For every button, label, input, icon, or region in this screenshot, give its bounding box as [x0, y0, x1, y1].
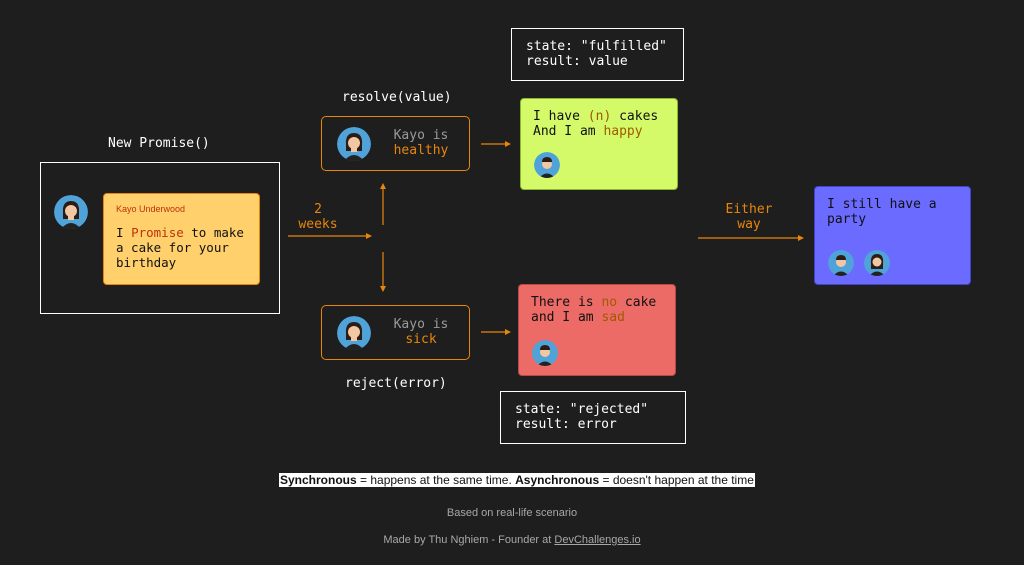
happy-outcome-line1: I have (n) cakes — [533, 109, 665, 124]
devchallenges-link[interactable]: DevChallenges.io — [554, 534, 641, 546]
transition-line1: 2 — [314, 202, 322, 217]
sad-outcome-text-2: cake — [617, 295, 657, 310]
based-on-note: Based on real-life scenario — [446, 507, 578, 519]
healthy-status-text: Kayo is healthy — [386, 128, 456, 158]
sync-text: = happens at the same time. — [356, 473, 516, 487]
up-arrow-icon — [380, 183, 386, 225]
sad-outcome-line2: and I am sad — [531, 310, 663, 325]
transition-arrow-icon — [288, 233, 372, 239]
async-bold: Asynchronous — [515, 473, 600, 487]
fulfilled-state-box: state: "fulfilled" result: value — [511, 28, 684, 81]
reject-label: reject(error) — [345, 376, 447, 391]
either-way-arrow-icon — [698, 235, 804, 241]
rejected-state-box: state: "rejected" result: error — [500, 391, 686, 444]
credits-text: Made by Thu Nghiem - Founder at — [383, 534, 555, 546]
either-way-label: Either way — [714, 202, 784, 232]
sync-async-definition: Synchronous = happens at the same time. … — [279, 473, 755, 487]
either-way-line2: way — [737, 217, 761, 232]
kayo-avatar-icon — [337, 316, 371, 350]
rejected-state-line: state: "rejected" — [515, 402, 649, 417]
transition-label: 2 weeks — [292, 202, 344, 232]
note-text-part-1: I — [116, 225, 132, 240]
friend-avatar-icon — [534, 152, 560, 178]
fulfilled-state-line: state: "fulfilled" — [526, 39, 667, 54]
transition-line2: weeks — [298, 217, 338, 232]
sad-outcome-text-1: There is — [531, 295, 602, 310]
happy-outcome-text-3: And I am — [533, 124, 604, 139]
note-highlight: Promise — [131, 225, 184, 240]
party-text: I still have a party — [827, 197, 937, 227]
sad-outcome-sad: sad — [601, 310, 625, 325]
happy-outcome-happy: happy — [603, 124, 643, 139]
kayo-avatar-icon — [864, 250, 890, 276]
sick-status-text: Kayo is sick — [386, 317, 456, 347]
fulfilled-result-line: result: value — [526, 54, 628, 69]
either-way-line1: Either — [725, 202, 773, 217]
friend-avatar-icon — [828, 250, 854, 276]
healthy-status-box: Kayo is healthy — [321, 116, 470, 171]
happy-outcome-n: (n) — [587, 109, 612, 124]
new-promise-title: New Promise() — [108, 136, 210, 151]
sad-outcome-no: no — [601, 295, 618, 310]
happy-outcome-card: I have (n) cakes And I am happy — [520, 98, 678, 190]
healthy-status-line2: healthy — [393, 143, 449, 158]
resolve-label: resolve(value) — [342, 90, 452, 105]
resolve-arrow-icon — [481, 141, 511, 147]
happy-outcome-line2: And I am happy — [533, 124, 665, 139]
party-card: I still have a party — [814, 186, 971, 285]
note-text: I Promise to make a cake for your birthd… — [116, 225, 247, 270]
sad-outcome-card: There is no cake and I am sad — [518, 284, 676, 376]
kayo-avatar-icon — [337, 127, 371, 161]
sad-outcome-text-3: and I am — [531, 310, 602, 325]
kayo-avatar-icon — [54, 195, 88, 229]
note-text-part-2: to make a cake for your birthday — [116, 225, 244, 270]
note-author: Kayo Underwood — [116, 204, 186, 214]
happy-outcome-text-2: cakes — [611, 109, 659, 124]
rejected-result-line: result: error — [515, 417, 617, 432]
sick-status-line2: sick — [405, 332, 437, 347]
reject-arrow-icon — [481, 329, 511, 335]
sick-status-box: Kayo is sick — [321, 305, 470, 360]
friend-avatar-icon — [532, 340, 558, 366]
sync-bold: Synchronous — [280, 473, 357, 487]
new-promise-box: Kayo Underwood I Promise to make a cake … — [40, 162, 280, 314]
async-text: = doesn't happen at the time — [599, 473, 754, 487]
promise-note: Kayo Underwood I Promise to make a cake … — [103, 193, 260, 285]
healthy-status-line1: Kayo is — [393, 128, 449, 143]
sick-status-line1: Kayo is — [393, 317, 449, 332]
credits: Made by Thu Nghiem - Founder at DevChall… — [0, 534, 1024, 546]
sad-outcome-line1: There is no cake — [531, 295, 663, 310]
happy-outcome-text-1: I have — [533, 109, 588, 124]
down-arrow-icon — [380, 252, 386, 292]
